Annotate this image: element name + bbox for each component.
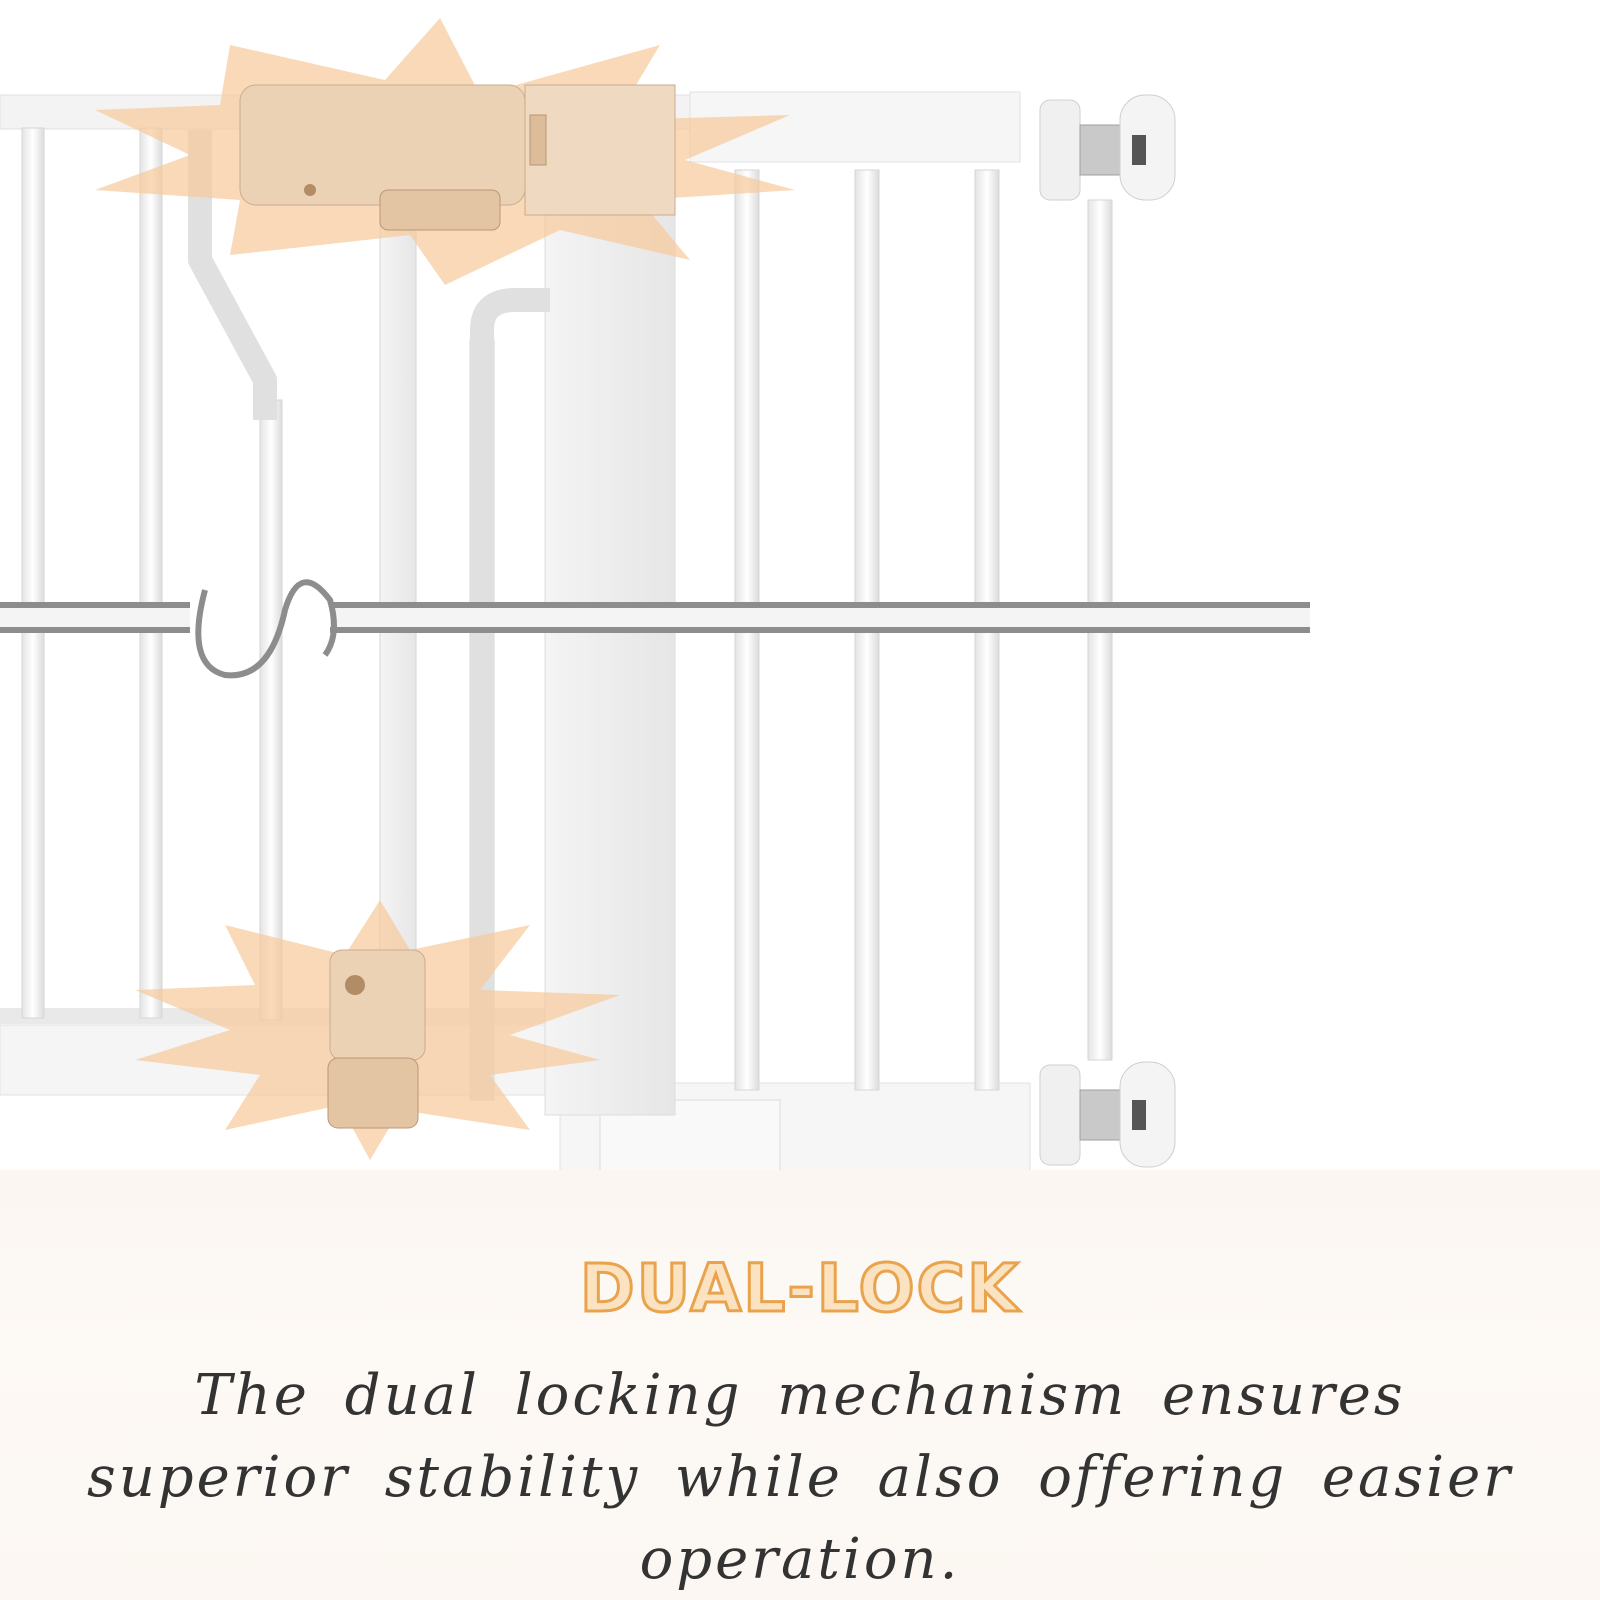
- bottom-pressure-screw: [1039, 1061, 1176, 1168]
- feature-description: The dual locking mechanism ensures super…: [86, 1363, 1513, 1592]
- caption-background: [0, 1170, 1600, 1600]
- bottom-lock-highlight: [135, 900, 620, 1160]
- gate-lock-illustration: [0, 18, 1310, 1174]
- top-lock-highlight: [95, 18, 795, 285]
- feature-headline: DUAL-LOCK: [578, 1249, 1021, 1329]
- top-lock-body: [239, 84, 526, 206]
- break-line: [0, 579, 1310, 679]
- top-pressure-screw: [1039, 94, 1176, 201]
- bottom-lock-body: [329, 949, 426, 1061]
